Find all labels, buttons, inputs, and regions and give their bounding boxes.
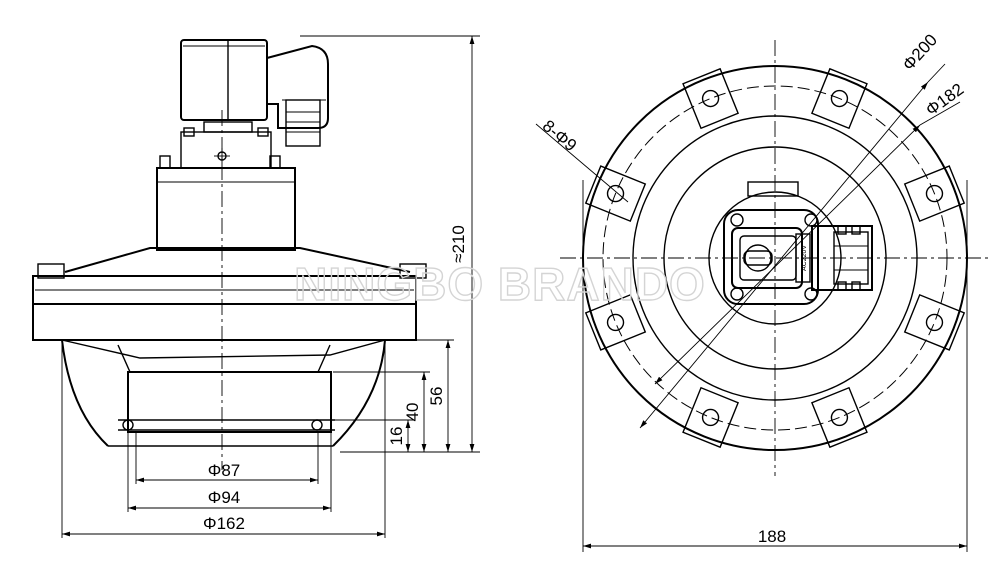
dim-height-thread: 16 bbox=[387, 427, 406, 446]
dim-diameter-flange: Φ162 bbox=[203, 514, 245, 533]
dim-height-total: ≈210 bbox=[449, 225, 468, 263]
dim-height-outlet: 56 bbox=[427, 387, 446, 406]
dim-diameter-outer: Φ94 bbox=[208, 488, 240, 507]
center-bonnet: AC220V bbox=[723, 181, 873, 305]
bolt-hole bbox=[606, 313, 625, 332]
bolt-lug bbox=[584, 293, 647, 351]
solenoid-coil bbox=[180, 39, 329, 147]
bolt-hole bbox=[925, 313, 944, 332]
dim-bolt-circle-diameter: Φ182 bbox=[922, 80, 967, 120]
bolt-hole bbox=[701, 89, 720, 108]
dim-top-outer-diameter: Φ200 bbox=[899, 30, 941, 74]
valve-body bbox=[32, 247, 427, 447]
watermark: NINGBO BRANDO bbox=[294, 258, 706, 310]
dim-width-total: 188 bbox=[758, 527, 786, 546]
side-view: ≈210 56 40 16 Φ87 Φ94 Φ162 bbox=[32, 35, 480, 538]
side-dimensions bbox=[61, 35, 480, 538]
bolt-lug bbox=[584, 165, 647, 223]
dim-diameter-inner: Φ87 bbox=[208, 461, 240, 480]
valve-bonnet bbox=[156, 121, 296, 251]
dim-bolt-holes: 8-Φ9 bbox=[539, 116, 580, 155]
dim-height-body: 40 bbox=[403, 403, 422, 422]
bolt-hole bbox=[701, 408, 720, 427]
bolt-hole bbox=[606, 184, 625, 203]
top-dimensions bbox=[535, 63, 968, 552]
